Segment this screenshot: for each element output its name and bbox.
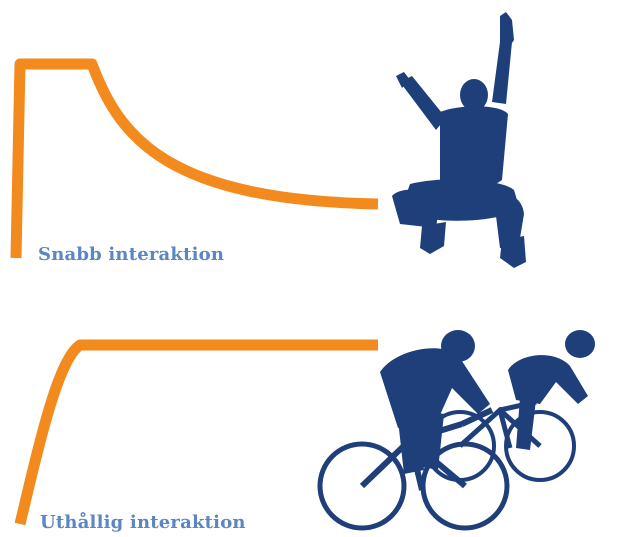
cyclists-icon: [317, 330, 595, 531]
endurance-interaction-label: Uthållig interaktion: [40, 512, 246, 533]
fast-interaction-label: Snabb interaktion: [38, 244, 225, 265]
fast-interaction-curve: [10, 58, 379, 259]
endurance-interaction-curve: [14, 339, 378, 526]
jumping-athlete-icon: [392, 12, 526, 268]
